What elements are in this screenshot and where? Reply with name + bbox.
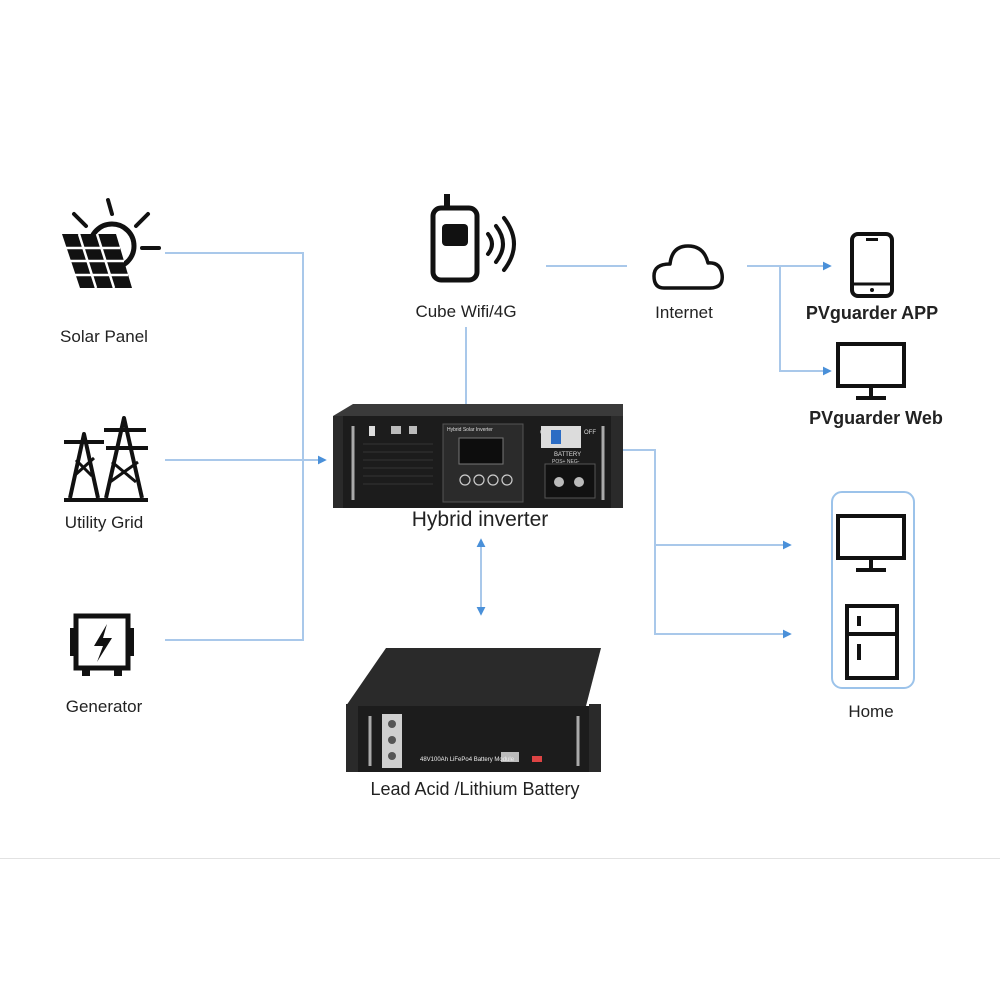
home-label: Home xyxy=(848,702,894,721)
internet-web-wire xyxy=(779,266,832,376)
app-label: PVguarder APP xyxy=(805,303,939,323)
wifi-dongle-icon xyxy=(430,194,516,283)
tv-icon xyxy=(836,514,906,572)
generator-label: Generator xyxy=(65,697,143,716)
cube-label: Cube Wifi/4G xyxy=(415,302,517,321)
inverter-panel-title: Hybrid Solar Inverter xyxy=(447,427,493,433)
inverter-battery-sub: POS+ NEG- xyxy=(552,459,580,465)
bottom-divider xyxy=(0,858,1000,859)
generator-icon xyxy=(70,613,134,676)
cloud-icon xyxy=(652,244,724,290)
solar-wire xyxy=(165,252,304,641)
smartphone-icon xyxy=(850,232,894,298)
battery-label: Lead Acid /Lithium Battery xyxy=(370,779,580,799)
battery-plate-text: 48V100Ah LiFePo4 Battery Module xyxy=(420,757,515,763)
utility-grid-label: Utility Grid xyxy=(64,513,144,532)
solar-panel-label: Solar Panel xyxy=(60,327,148,346)
inverter-label: Hybrid inverter xyxy=(411,508,549,531)
inverter-on-label: ON xyxy=(540,430,549,436)
solar-panel-icon xyxy=(62,198,161,289)
monitor-icon xyxy=(836,342,906,400)
wire-group xyxy=(165,252,832,641)
battery-module-device xyxy=(346,648,601,772)
inverter-off-label: OFF xyxy=(584,430,596,436)
home-box xyxy=(831,491,915,689)
refrigerator-icon xyxy=(845,604,899,680)
internet-label: Internet xyxy=(655,303,713,322)
hybrid-inverter-device xyxy=(333,404,623,508)
home-wire xyxy=(622,449,792,639)
inverter-battery-label: BATTERY xyxy=(554,452,582,458)
web-label: PVguarder Web xyxy=(809,408,943,428)
power-tower-icon xyxy=(64,416,148,502)
